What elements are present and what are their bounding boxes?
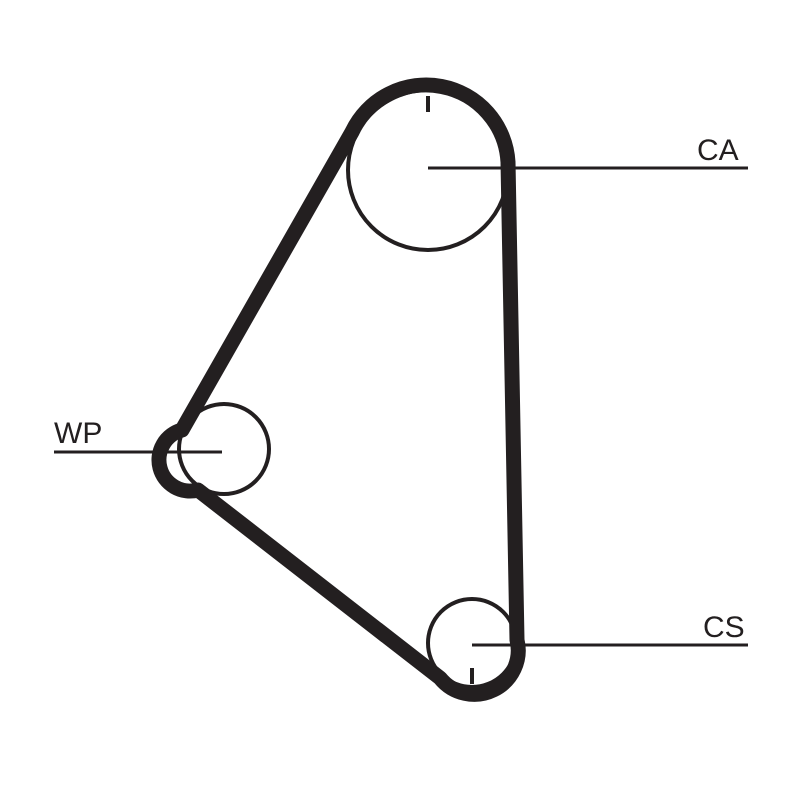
camshaft-label: CA: [697, 134, 739, 167]
water-pump-label: WP: [54, 417, 102, 450]
crankshaft-label: CS: [703, 611, 745, 644]
timing-belt: [151, 77, 526, 702]
water-pump-pulley: [177, 402, 271, 496]
